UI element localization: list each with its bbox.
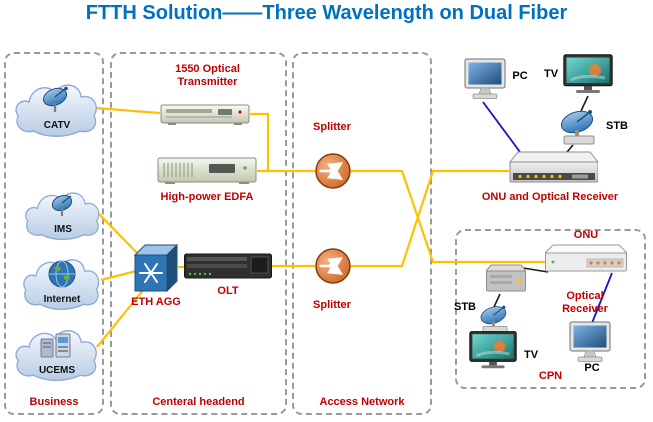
zone-cpn: CPN	[455, 229, 646, 389]
olt-device	[184, 251, 272, 286]
switch-icon	[133, 243, 179, 293]
splitter-bottom	[314, 247, 352, 290]
onu-cpn-label: ONU	[573, 229, 599, 241]
tv-top	[563, 54, 613, 101]
splitter-top-label: Splitter	[313, 121, 351, 133]
splitter-icon	[315, 153, 351, 189]
satellite-dish-icon	[42, 86, 72, 119]
optical-transmitter-device	[160, 101, 250, 132]
cloud-catv: CATV	[12, 74, 102, 138]
edfa-label: High-power EDFA	[160, 191, 254, 203]
onu-receiver-label: ONU and Optical Receiver	[481, 191, 619, 203]
pc-top-label: PC	[512, 70, 528, 82]
cloud-ucems: UCEMS	[12, 320, 102, 382]
splitter-icon	[315, 248, 351, 284]
zone-cpn-label: CPN	[538, 370, 563, 382]
stb-top-label: STB	[606, 120, 628, 132]
olt-label: OLT	[217, 285, 239, 297]
tv-top-label: TV	[543, 68, 559, 80]
tv-cpn-label: TV	[523, 349, 539, 361]
antenna-icon	[50, 194, 76, 223]
onu-box-icon	[543, 244, 629, 272]
stb-cpn-label: STB	[454, 301, 476, 313]
optical-receiver-label: Optical Receiver	[562, 290, 608, 315]
rack-device-icon	[184, 253, 272, 279]
ucems-label: UCEMS	[38, 364, 76, 376]
stb-top	[556, 108, 602, 153]
globe-icon	[48, 260, 76, 293]
eth-agg-switch	[133, 241, 179, 298]
transmitter-label: 1550 Optical Transmitter	[175, 63, 240, 88]
catv-label: CATV	[43, 119, 71, 131]
zone-headend-label: Centeral headend	[152, 396, 245, 408]
pc-top	[463, 58, 507, 107]
internet-label: Internet	[43, 293, 81, 305]
tv-cpn	[469, 330, 517, 377]
optical-receiver-device	[484, 261, 528, 300]
stb-icon	[560, 110, 595, 145]
onu-cpn-device	[543, 241, 629, 280]
splitter-bottom-label: Splitter	[313, 299, 351, 311]
cloud-internet: Internet	[20, 249, 104, 311]
diagram-title: FTTH Solution——Three Wavelength on Dual …	[85, 2, 568, 24]
eth-agg-label: ETH AGG	[131, 296, 181, 308]
receiver-box-icon	[484, 264, 528, 292]
tv-icon	[563, 54, 613, 93]
pc-cpn	[568, 321, 612, 370]
pc-cpn-label: PC	[584, 362, 600, 374]
rack-device-icon	[157, 157, 257, 184]
zone-access-label: Access Network	[319, 396, 405, 408]
receiver-box-icon	[508, 151, 600, 183]
pc-monitor-icon	[464, 58, 506, 99]
edfa-device	[157, 155, 257, 192]
pc-monitor-icon	[569, 321, 611, 362]
ims-label: IMS	[54, 223, 72, 235]
cloud-ims: IMS	[22, 183, 104, 241]
cloud-shape	[25, 192, 100, 241]
cable-pc-receiver	[482, 101, 521, 153]
onu-receiver-device	[508, 146, 600, 193]
servers-icon	[40, 331, 74, 364]
tv-icon	[469, 331, 517, 369]
splitter-top	[314, 152, 352, 195]
rack-device-icon	[160, 104, 250, 125]
zone-access-network: Access Network	[292, 52, 432, 415]
zone-business-label: Business	[29, 396, 79, 408]
